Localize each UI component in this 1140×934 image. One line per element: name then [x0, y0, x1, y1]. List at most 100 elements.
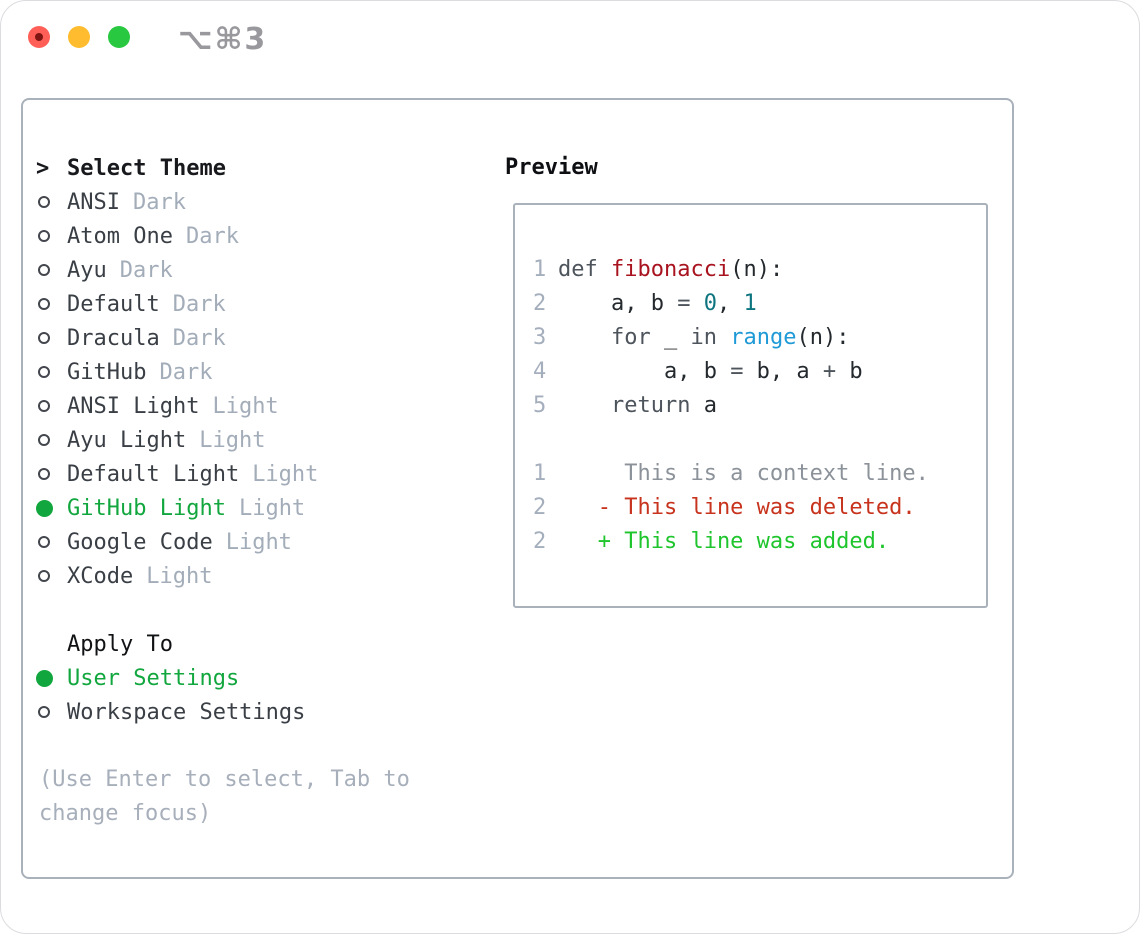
radio-icon	[38, 536, 50, 548]
apply-option[interactable]: Workspace Settings	[23, 695, 493, 729]
radio-icon	[38, 434, 50, 446]
spacer	[23, 729, 493, 763]
code-token: in	[690, 325, 717, 350]
theme-name: ANSI Light	[67, 393, 200, 419]
prompt-icon: >	[36, 155, 50, 181]
theme-name: ANSI	[67, 189, 120, 215]
code-token: 1	[743, 291, 757, 316]
code-token: a, b	[558, 291, 678, 316]
apply-to-title: Apply To	[67, 631, 173, 657]
select-theme-header: > Select Theme	[23, 151, 493, 185]
theme-option[interactable]: ANSI Dark	[23, 185, 493, 219]
theme-variant: Dark	[172, 325, 226, 351]
theme-name: XCode	[67, 563, 134, 589]
code-token: + This line was added.	[558, 529, 890, 554]
apply-option-label: Workspace Settings	[67, 699, 306, 725]
line-number: 2	[533, 529, 547, 554]
code-token: ,	[716, 291, 744, 316]
theme-name: Default Light	[67, 461, 240, 487]
theme-variant: Dark	[132, 189, 186, 215]
radio-icon	[38, 706, 50, 718]
code-token: def	[558, 257, 611, 282]
zoom-button[interactable]	[108, 26, 130, 48]
code-token: (n):	[730, 257, 784, 282]
theme-option[interactable]: ANSI Light Light	[23, 389, 493, 423]
code-token: +	[822, 359, 837, 384]
line-number: 4	[533, 359, 547, 384]
code-token: This is a context line.	[558, 461, 929, 486]
code-token	[558, 325, 611, 350]
theme-variant: Dark	[172, 291, 226, 317]
theme-name: Default	[67, 291, 160, 317]
theme-variant: Light	[252, 461, 319, 487]
theme-option[interactable]: XCode Light	[23, 559, 493, 593]
radio-icon	[38, 230, 50, 242]
apply-option-label: User Settings	[67, 665, 240, 691]
theme-variant: Dark	[119, 257, 173, 283]
code-token: for	[610, 325, 651, 350]
theme-variant: Dark	[185, 223, 239, 249]
theme-name: Ayu	[67, 257, 107, 283]
code-line: 4 a, b = b, a + b	[533, 355, 986, 389]
code-token	[690, 291, 703, 316]
theme-option[interactable]: Default Light Light	[23, 457, 493, 491]
code-token: =	[677, 291, 691, 316]
window-title: ⌥⌘3	[178, 22, 268, 57]
hint-text: (Use Enter to select, Tab to change focu…	[39, 767, 410, 826]
theme-variant: Light	[146, 563, 213, 589]
theme-variant: Light	[212, 393, 279, 419]
code-token: _	[650, 325, 691, 350]
code-token: (n):	[796, 325, 850, 350]
code-token: a	[690, 393, 717, 418]
close-button[interactable]	[28, 26, 50, 48]
radio-icon	[38, 468, 50, 480]
apply-option[interactable]: User Settings	[23, 661, 493, 695]
code-line: 2 - This line was deleted.	[533, 491, 986, 525]
minimize-button[interactable]	[68, 26, 90, 48]
code-token: 0	[703, 291, 717, 316]
apply-to-header: Apply To	[23, 627, 493, 661]
code-token: - This line was deleted.	[558, 495, 916, 520]
line-number: 3	[533, 325, 547, 350]
theme-variant: Light	[199, 427, 266, 453]
theme-name: Ayu Light	[67, 427, 187, 453]
code-token: b	[836, 359, 863, 384]
code-token	[558, 393, 611, 418]
radio-icon	[38, 570, 50, 582]
select-theme-title: Select Theme	[67, 155, 226, 181]
theme-variant: Dark	[159, 359, 213, 385]
titlebar: ⌥⌘3	[1, 1, 1139, 98]
radio-icon	[38, 196, 50, 208]
code-line: 3 for _ in range(n):	[533, 321, 986, 355]
theme-option[interactable]: GitHub Dark	[23, 355, 493, 389]
code-line: 5 return a	[533, 389, 986, 423]
radio-selected-icon	[36, 499, 53, 517]
code-line: 1 def fibonacci(n):	[533, 253, 986, 287]
theme-option[interactable]: Dracula Dark	[23, 321, 493, 355]
code-token: =	[730, 359, 744, 384]
code-token	[717, 325, 730, 350]
theme-option[interactable]: Default Dark	[23, 287, 493, 321]
theme-name: Dracula	[67, 325, 160, 351]
radio-icon	[38, 298, 50, 310]
spacer	[23, 593, 493, 627]
theme-option[interactable]: Ayu Dark	[23, 253, 493, 287]
theme-name: GitHub	[67, 359, 147, 385]
close-dot-icon	[35, 33, 43, 41]
theme-name: GitHub Light	[67, 495, 226, 521]
theme-option[interactable]: Ayu Light Light	[23, 423, 493, 457]
code-token: b, a	[743, 359, 823, 384]
code-line: 2 + This line was added.	[533, 525, 986, 559]
theme-variant: Light	[225, 529, 292, 555]
radio-icon	[38, 264, 50, 276]
line-number: 1	[533, 257, 547, 282]
code-token: fibonacci	[610, 257, 731, 282]
